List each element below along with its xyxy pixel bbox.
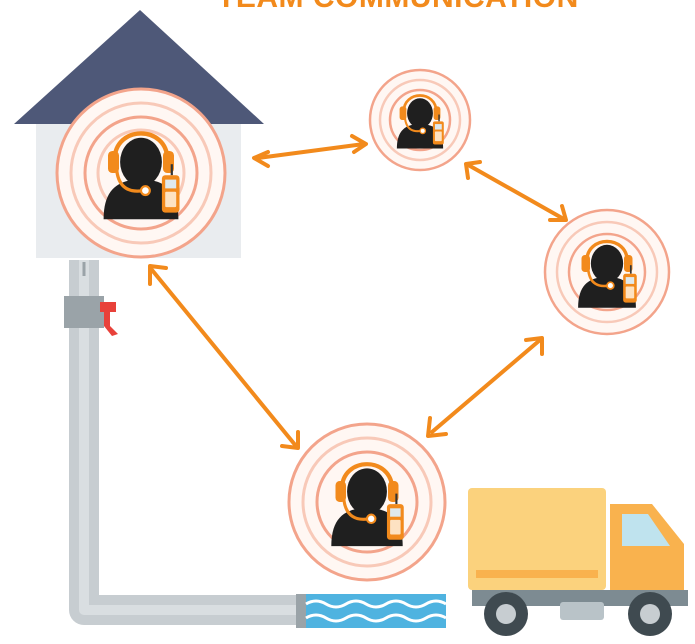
operator-house bbox=[55, 87, 227, 259]
valve-icon bbox=[64, 296, 118, 336]
link-house-top bbox=[252, 134, 368, 168]
operator-bottom bbox=[287, 422, 447, 582]
operator-top bbox=[368, 68, 472, 172]
link-top-right bbox=[464, 160, 568, 222]
water-icon bbox=[305, 594, 447, 628]
truck-icon bbox=[468, 488, 688, 636]
pipe bbox=[64, 260, 306, 628]
link-bottom-house bbox=[148, 264, 300, 450]
diagram-title: TEAM COMMUNICATION bbox=[217, 0, 687, 16]
operator-right bbox=[543, 208, 671, 336]
link-right-bottom bbox=[426, 336, 544, 438]
